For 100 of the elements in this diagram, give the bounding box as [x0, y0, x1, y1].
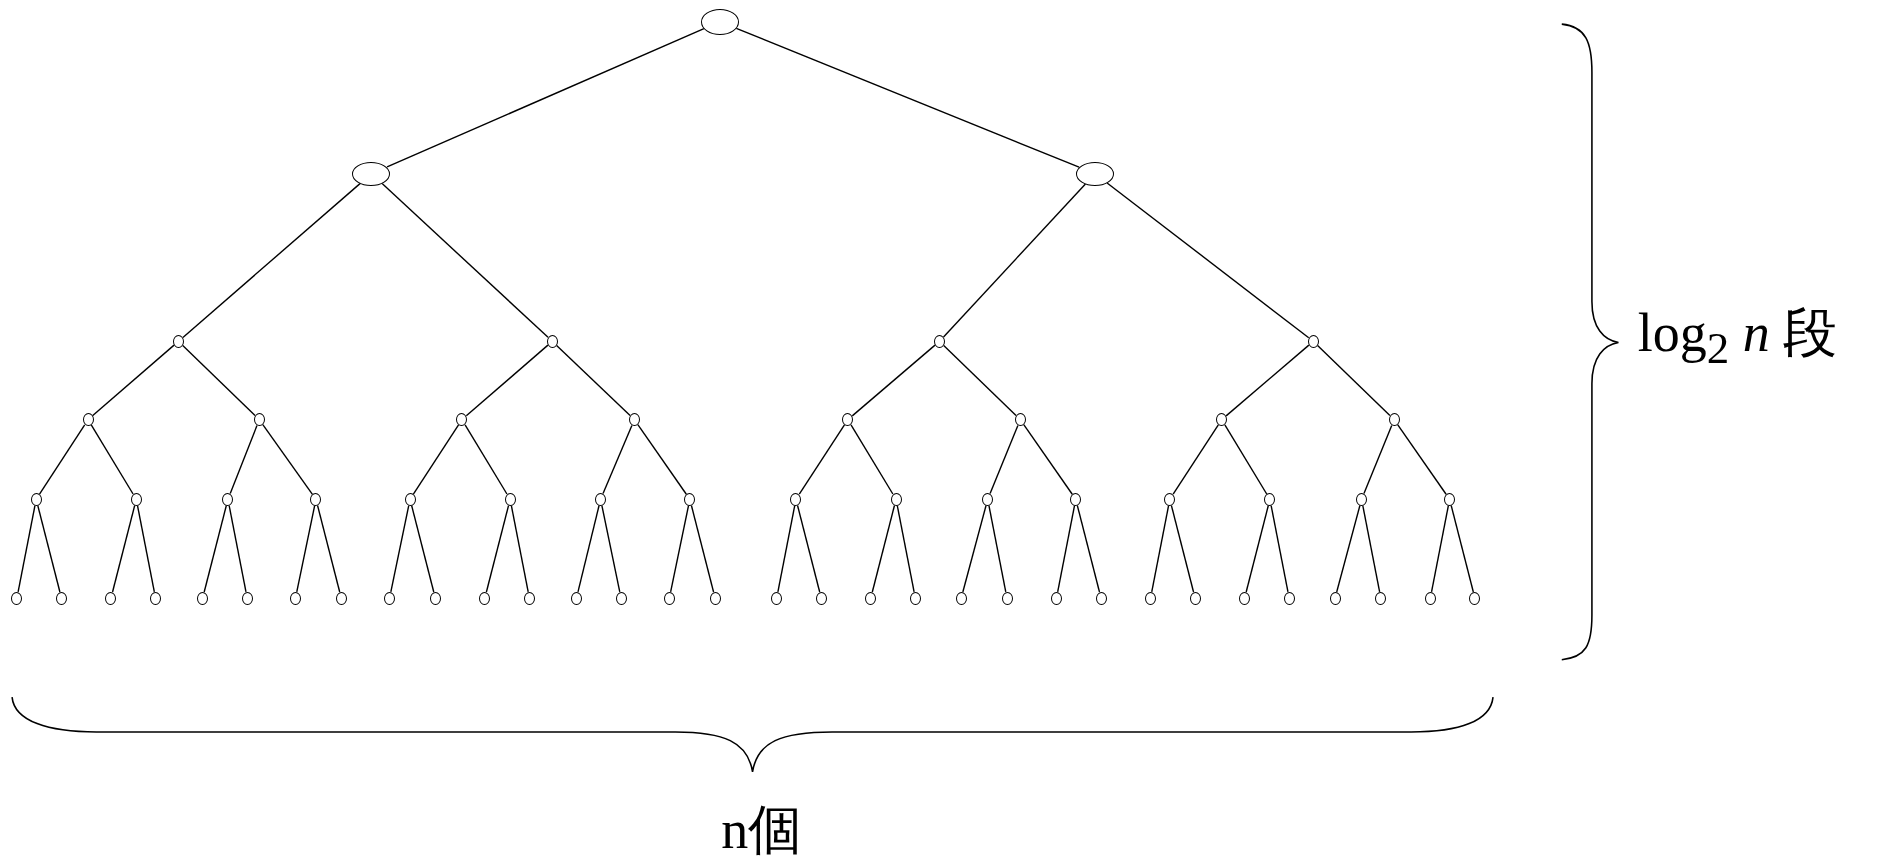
tree-node-circle	[771, 591, 783, 605]
tree-edge	[412, 424, 460, 495]
tree-edge	[669, 504, 690, 593]
tree-edge	[850, 424, 894, 495]
tree-edge	[1076, 504, 1101, 593]
tree-edge	[601, 504, 621, 593]
tree-node-circle	[1050, 591, 1062, 605]
tree-edge	[91, 344, 175, 417]
tree-edge	[637, 424, 688, 495]
tree-node-circle	[909, 591, 921, 605]
tree-edge	[37, 504, 61, 593]
tree-node-circle	[173, 334, 184, 348]
tree-node-circle	[1076, 161, 1115, 186]
tree-edge	[1316, 344, 1391, 417]
tree-node-circle	[1469, 591, 1481, 605]
tree-edge	[962, 504, 987, 593]
tree-node-circle	[1307, 334, 1319, 348]
tree-node-circle	[456, 413, 468, 427]
tree-node-circle	[310, 492, 322, 506]
tree-node-circle	[504, 492, 516, 506]
tree-node-circle	[1375, 591, 1387, 605]
tree-edge	[871, 504, 896, 593]
tree-node-circle	[1164, 492, 1176, 506]
tree-node-circle	[815, 591, 827, 605]
tree-edge	[1170, 504, 1195, 593]
tree-node-circle	[955, 591, 967, 605]
tree-edge	[390, 504, 410, 593]
tree-node-circle	[11, 591, 23, 605]
tree-edge	[602, 424, 633, 495]
tree-edge	[182, 344, 256, 417]
tree-edge	[1225, 344, 1310, 417]
tree-node-circle	[684, 492, 696, 506]
tree-edge	[464, 424, 508, 495]
tree-node-circle	[253, 413, 265, 427]
tree-node-circle	[1424, 591, 1436, 605]
tree-edge	[896, 504, 915, 593]
tree-node-circle	[890, 492, 902, 506]
tree-node-circle	[429, 591, 441, 605]
tree-node-circle	[1189, 591, 1201, 605]
tree-edge	[989, 424, 1019, 495]
tree-node-circle	[523, 591, 535, 605]
tree-node-circle	[105, 591, 117, 605]
tree-node-circle	[1216, 413, 1228, 427]
tree-node-circle	[842, 413, 854, 427]
tree-edge	[182, 182, 361, 339]
tree-node-circle	[222, 492, 234, 506]
tree-edge	[510, 504, 529, 593]
tree-edge	[943, 344, 1017, 417]
tree-edge	[386, 28, 705, 168]
tree-node-circle	[1095, 591, 1107, 605]
tree-node-circle	[1070, 492, 1082, 506]
tree-edge	[798, 424, 846, 495]
tree-node-circle	[628, 413, 640, 427]
tree-edge	[988, 504, 1007, 593]
tree-node-circle	[1145, 591, 1156, 605]
tree-node-circle	[570, 591, 582, 605]
tree-edge	[1362, 504, 1381, 593]
tree-edge	[1023, 424, 1073, 495]
tree-edge	[735, 27, 1080, 168]
tree-node-circle	[1264, 492, 1276, 506]
tree-edge	[485, 504, 510, 593]
tree-node-circle	[1239, 591, 1251, 605]
tree-node-circle	[384, 591, 396, 605]
tree-edge	[316, 504, 341, 593]
tree-edge	[796, 504, 821, 593]
dimension-label: n個	[721, 800, 803, 861]
dimension-label: log$_{2}$ n 段	[1637, 303, 1838, 374]
tree-node-circle	[241, 591, 253, 605]
tree-node-circle	[615, 591, 627, 605]
tree-edge	[1151, 504, 1170, 593]
tree-edge	[1430, 504, 1450, 593]
tree-edge	[1363, 424, 1393, 495]
tree-edge	[381, 182, 549, 338]
tree-node-circle	[1444, 492, 1456, 506]
tree-edge	[229, 424, 258, 495]
tree-node-circle	[982, 492, 994, 506]
tree-node-circle	[197, 591, 209, 605]
tree-edge	[1396, 424, 1447, 495]
tree-edge	[1172, 424, 1219, 495]
tree-edge	[136, 504, 156, 593]
tree-node-circle	[30, 492, 42, 506]
tree-node-circle	[404, 492, 416, 506]
tree-edge	[90, 424, 134, 495]
tree-edge	[690, 504, 715, 593]
tree-node-circle	[700, 8, 739, 35]
tree-node-circle	[546, 334, 558, 348]
tree-edge	[1057, 504, 1076, 593]
tree-edge	[555, 344, 631, 417]
tree-node-circle	[790, 492, 802, 506]
tree-node-circle	[709, 591, 721, 605]
tree-node-circle	[289, 591, 301, 605]
tree-node-circle	[865, 591, 877, 605]
tree-node-circle	[1388, 413, 1400, 427]
tree-node-circle	[335, 591, 347, 605]
tree-edge	[1336, 504, 1361, 593]
tree-edge	[577, 504, 600, 593]
tree-edge	[1245, 504, 1269, 593]
tree-node-circle	[1329, 591, 1341, 605]
tree-edge	[38, 424, 86, 495]
tree-edge	[203, 504, 228, 593]
